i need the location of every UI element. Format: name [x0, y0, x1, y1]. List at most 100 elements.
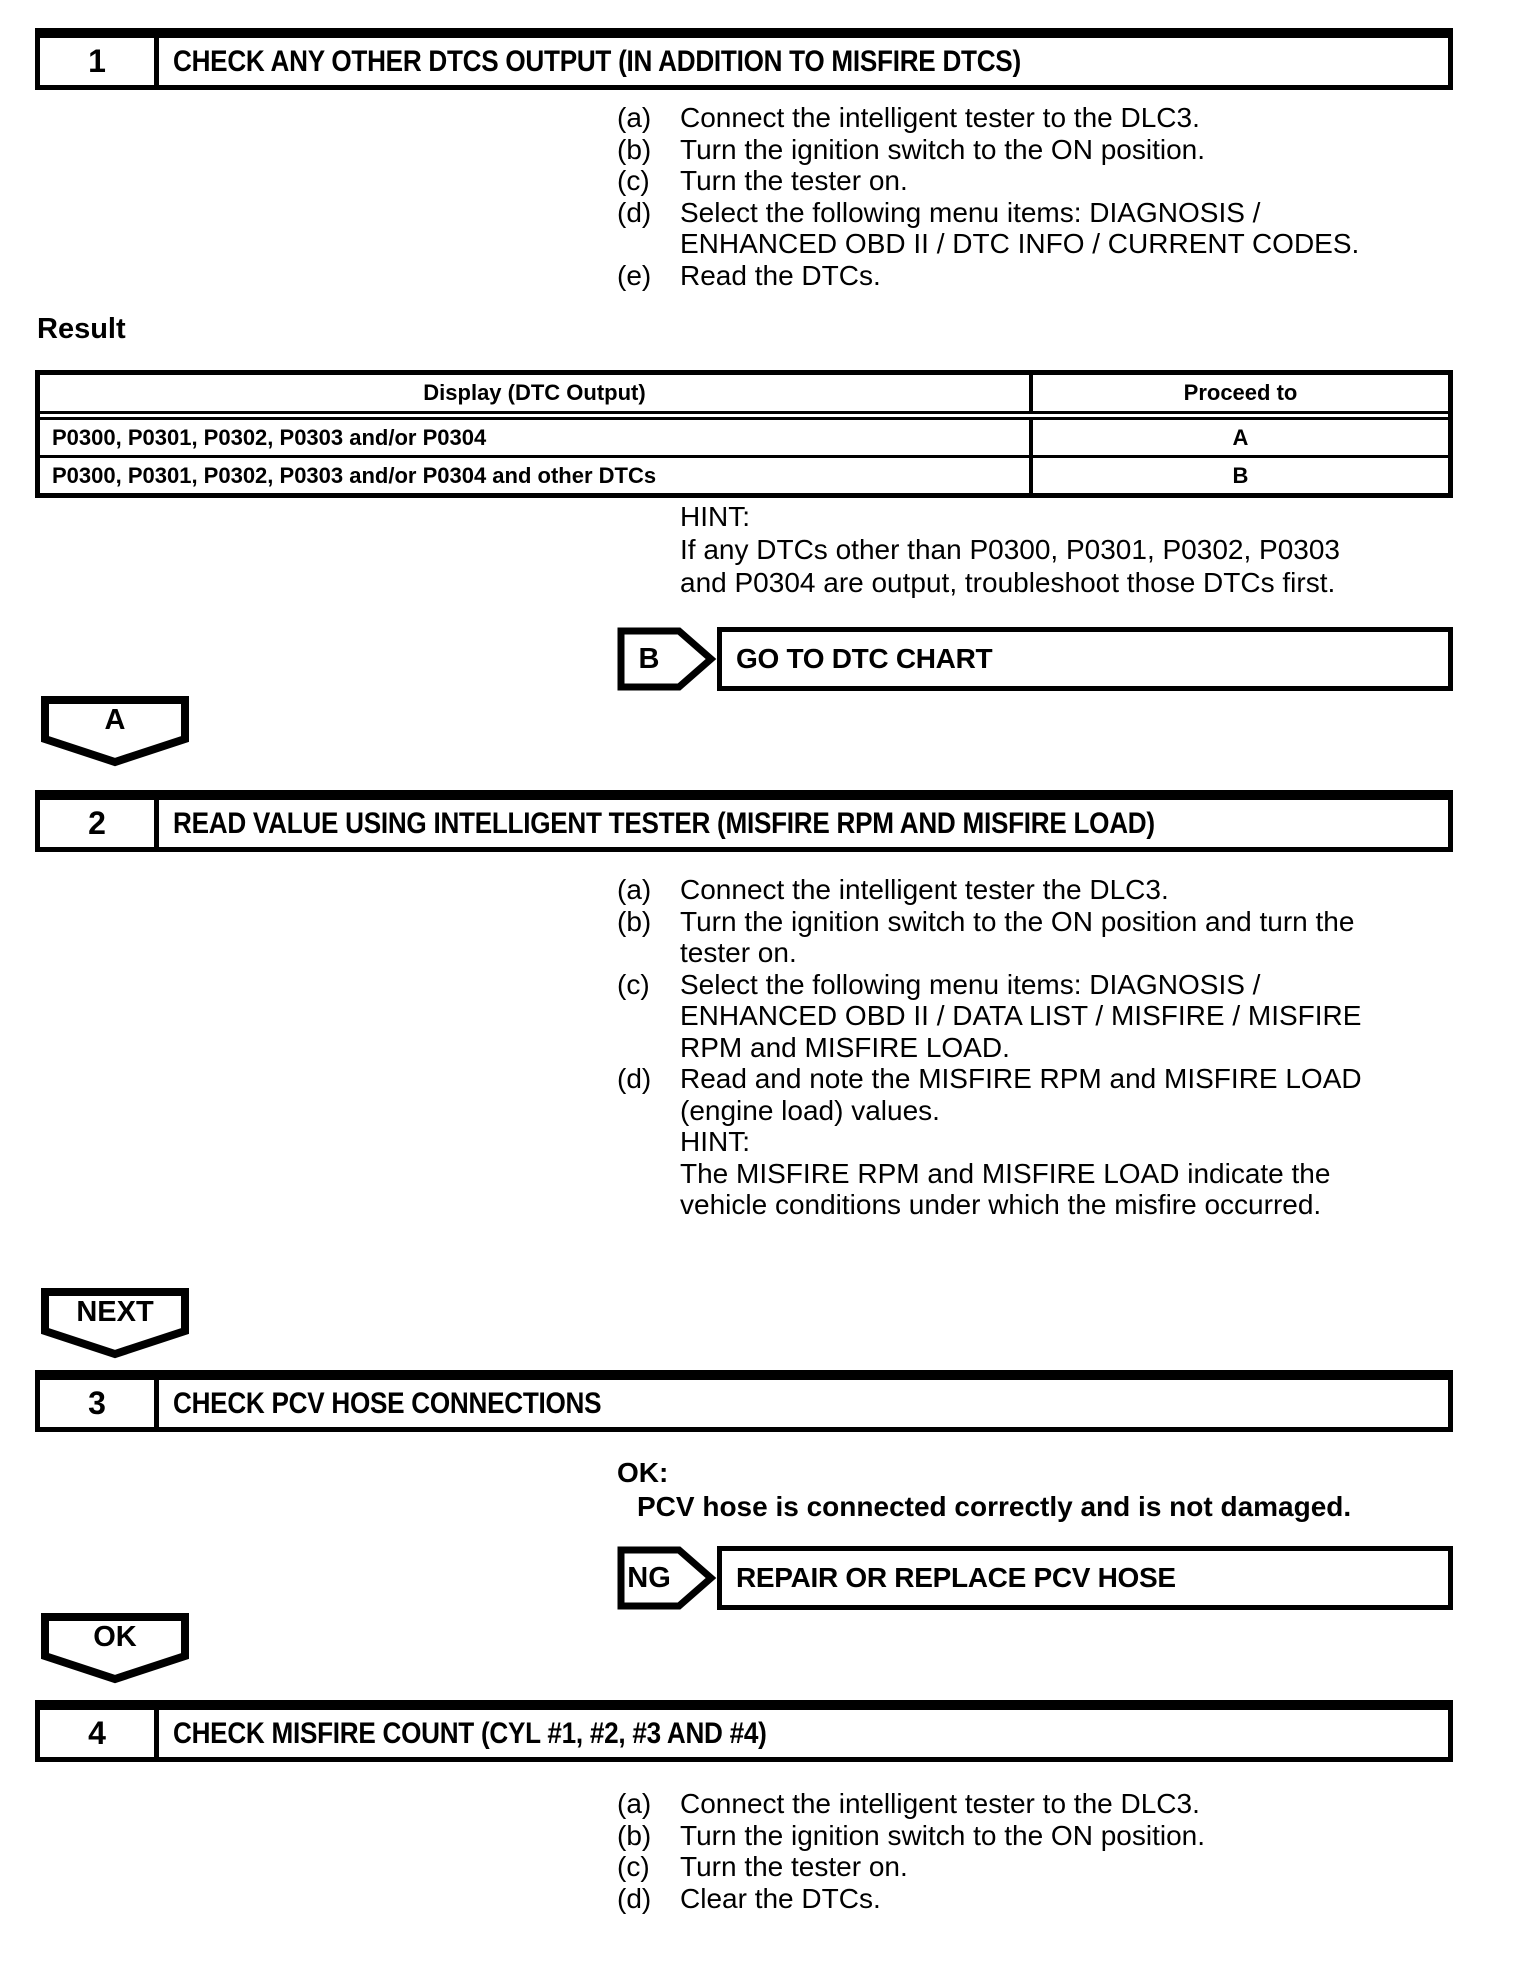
connector-a-label: A: [104, 703, 126, 736]
list-marker: (a): [617, 1788, 652, 1819]
pentagon-down-icon: [41, 696, 189, 767]
ok-condition: OK: PCV hose is connected correctly and …: [617, 1456, 1351, 1524]
list-item: (c) Select the following menu items: DIA…: [617, 969, 1362, 1064]
step-4-instructions: (a) Connect the intelligent tester to th…: [617, 1788, 1205, 1914]
step-3-header: 3 CHECK PCV HOSE CONNECTIONS: [35, 1370, 1453, 1432]
cell-proceed: A: [1232, 424, 1249, 450]
connector-next-label: NEXT: [76, 1295, 154, 1328]
result-table: Display (DTC Output) Proceed to P0300, P…: [35, 370, 1453, 498]
list-marker: (c): [617, 1851, 650, 1882]
step-1-number: 1: [40, 38, 159, 85]
table-body: P0300, P0301, P0302, P0303 and/or P0304 …: [40, 420, 1448, 493]
instruction-line: Select the following menu items: DIAGNOS…: [680, 196, 1261, 228]
instruction-line: Turn the tester on.: [680, 165, 908, 196]
list-item: (c) Turn the tester on.: [617, 165, 1359, 197]
list-item: (b) Turn the ignition switch to the ON p…: [617, 1820, 1205, 1852]
list-marker: (d): [617, 1882, 652, 1914]
instruction-line: Connect the intelligent tester to the DL…: [680, 1788, 1200, 1819]
callout-ng-label: NG: [627, 1561, 671, 1594]
step-1-instructions: (a) Connect the intelligent tester to th…: [617, 102, 1359, 291]
step-1-title: CHECK ANY OTHER DTCS OUTPUT (IN ADDITION…: [159, 38, 1448, 85]
list-item: (b) Turn the ignition switch to the ON p…: [617, 906, 1362, 969]
instruction-line: Connect the intelligent tester to the DL…: [680, 102, 1200, 133]
connector-ok-label: OK: [93, 1620, 137, 1653]
list-marker: (d): [617, 196, 652, 228]
list-marker: (b): [617, 133, 652, 165]
instruction-line: Clear the DTCs.: [680, 1882, 881, 1914]
list-item: (d) Read and note the MISFIRE RPM and MI…: [617, 1063, 1362, 1221]
callout-ng-action: REPAIR OR REPLACE PCV HOSE: [717, 1546, 1453, 1610]
callout-b-label: B: [638, 642, 660, 675]
step-3-title-text: CHECK PCV HOSE CONNECTIONS: [173, 1386, 602, 1420]
step-2-title: READ VALUE USING INTELLIGENT TESTER (MIS…: [159, 800, 1448, 847]
instruction-line: Read and note the MISFIRE RPM and MISFIR…: [680, 1063, 1362, 1094]
list-item: (d) Clear the DTCs.: [617, 1883, 1205, 1915]
list-marker: (c): [617, 968, 650, 1000]
instruction-line: RPM and MISFIRE LOAD.: [680, 1031, 1010, 1063]
instruction-line: The MISFIRE RPM and MISFIRE LOAD indicat…: [680, 1157, 1331, 1189]
step-2-title-text: READ VALUE USING INTELLIGENT TESTER (MIS…: [173, 806, 1155, 840]
table-header-row: Display (DTC Output) Proceed to: [40, 375, 1448, 420]
step-4-title: CHECK MISFIRE COUNT (CYL #1, #2, #3 AND …: [159, 1710, 1448, 1757]
instruction-line: HINT:: [680, 1126, 750, 1157]
instruction-line: ENHANCED OBD II / DATA LIST / MISFIRE / …: [680, 1000, 1362, 1031]
instruction-line: (engine load) values.: [680, 1094, 940, 1126]
instruction-line: vehicle conditions under which the misfi…: [680, 1189, 1322, 1220]
list-item: (a) Connect the intelligent tester to th…: [617, 1788, 1205, 1820]
hint-block: HINT: If any DTCs other than P0300, P030…: [680, 500, 1340, 599]
list-item: (d) Select the following menu items: DIA…: [617, 197, 1359, 260]
list-item: (a) Connect the intelligent tester to th…: [617, 102, 1359, 134]
hint-label: HINT:: [680, 501, 750, 532]
table-row: P0300, P0301, P0302, P0303 and/or P0304 …: [40, 455, 1448, 493]
connector-ok: OK: [40, 1612, 190, 1686]
list-marker: (c): [617, 165, 650, 196]
list-item: (e) Read the DTCs.: [617, 260, 1359, 292]
callout-b-action: GO TO DTC CHART: [717, 627, 1453, 691]
step-3-title: CHECK PCV HOSE CONNECTIONS: [159, 1380, 1448, 1427]
step-3-number: 3: [40, 1380, 159, 1427]
arrow-right-pentagon-icon: [617, 627, 717, 691]
list-marker: (a): [617, 102, 652, 133]
pentagon-down-icon: [41, 1288, 189, 1359]
result-label: Result: [37, 313, 126, 345]
list-item: (c) Turn the tester on.: [617, 1851, 1205, 1883]
step-2-header: 2 READ VALUE USING INTELLIGENT TESTER (M…: [35, 790, 1453, 852]
ok-condition-label: OK:: [617, 1457, 669, 1488]
list-marker: (d): [617, 1063, 652, 1094]
instruction-line: Turn the ignition switch to the ON posit…: [680, 905, 1355, 937]
instruction-line: ENHANCED OBD II / DTC INFO / CURRENT COD…: [680, 228, 1360, 259]
ok-condition-text: PCV hose is connected correctly and is n…: [637, 1491, 1352, 1522]
column-header-proceed: Proceed to: [1183, 380, 1298, 405]
step-2-number: 2: [40, 800, 159, 847]
pentagon-down-icon: [41, 1613, 189, 1684]
list-marker: (b): [617, 905, 652, 937]
cell-display: P0300, P0301, P0302, P0303 and/or P0304 …: [40, 458, 1033, 493]
instruction-line: Connect the intelligent tester the DLC3.: [680, 874, 1169, 905]
list-marker: (b): [617, 1819, 652, 1851]
arrow-right-pentagon-icon: [617, 1546, 717, 1610]
step-4-number: 4: [40, 1710, 159, 1757]
instruction-line: tester on.: [680, 937, 797, 968]
instruction-line: Read the DTCs.: [680, 259, 881, 291]
instruction-line: Turn the ignition switch to the ON posit…: [680, 1819, 1205, 1851]
list-marker: (e): [617, 259, 652, 291]
step-1-header: 1 CHECK ANY OTHER DTCS OUTPUT (IN ADDITI…: [35, 28, 1453, 90]
step-2-instructions: (a) Connect the intelligent tester the D…: [617, 874, 1362, 1221]
instruction-line: Select the following menu items: DIAGNOS…: [680, 968, 1261, 1000]
list-item: (a) Connect the intelligent tester the D…: [617, 874, 1362, 906]
table-row: P0300, P0301, P0302, P0303 and/or P0304 …: [40, 420, 1448, 455]
cell-proceed: B: [1232, 462, 1249, 488]
step-4-header: 4 CHECK MISFIRE COUNT (CYL #1, #2, #3 AN…: [35, 1700, 1453, 1762]
instruction-line: Turn the ignition switch to the ON posit…: [680, 133, 1205, 165]
list-marker: (a): [617, 874, 652, 905]
hint-line: If any DTCs other than P0300, P0301, P03…: [680, 534, 1340, 565]
instruction-line: Turn the tester on.: [680, 1851, 908, 1882]
step-1-title-text: CHECK ANY OTHER DTCS OUTPUT (IN ADDITION…: [173, 44, 1021, 78]
column-header-display: Display (DTC Output): [40, 375, 1033, 411]
connector-next: NEXT: [40, 1287, 190, 1361]
cell-display: P0300, P0301, P0302, P0303 and/or P0304: [40, 420, 1033, 455]
hint-line: and P0304 are output, troubleshoot those…: [680, 567, 1336, 598]
list-item: (b) Turn the ignition switch to the ON p…: [617, 134, 1359, 166]
connector-a: A: [40, 695, 190, 769]
